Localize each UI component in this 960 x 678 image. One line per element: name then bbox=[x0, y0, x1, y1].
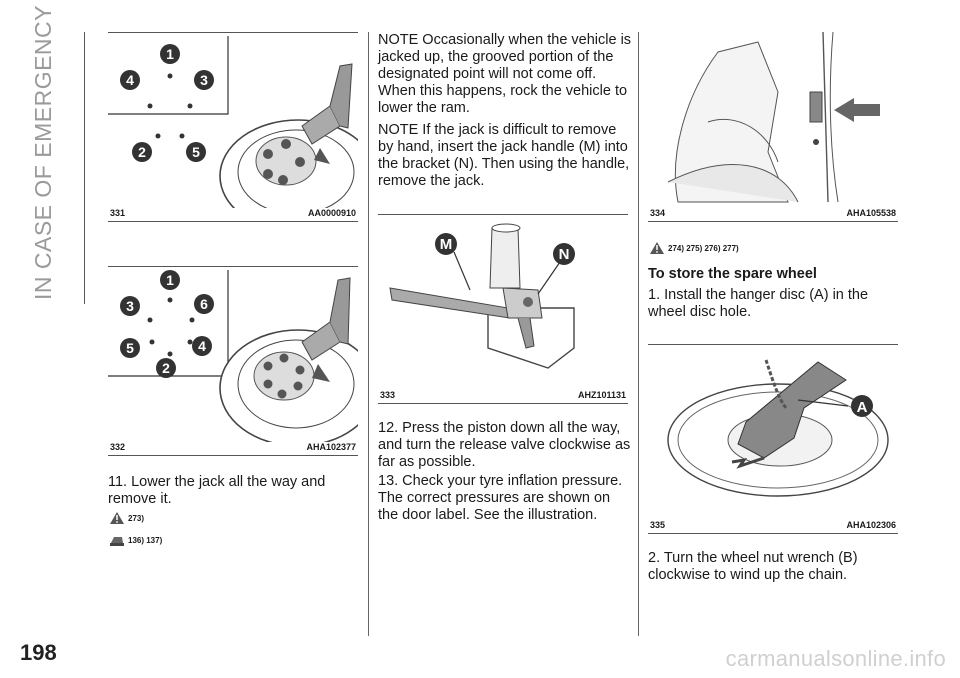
nut-label: 2 bbox=[162, 360, 170, 376]
nut-label: 6 bbox=[200, 296, 208, 312]
section-title-text: IN CASE OF EMERGENCY bbox=[30, 5, 56, 300]
lug-nut-diagram: 1 4 3 2 5 bbox=[108, 36, 358, 208]
figure-bottom-rule bbox=[378, 403, 628, 404]
figure-bottom-rule bbox=[648, 533, 898, 534]
nut-label: 5 bbox=[192, 144, 200, 160]
figure-code: AHA105538 bbox=[846, 208, 896, 218]
step-13: 13. Check your tyre inflation pressure. … bbox=[378, 473, 623, 523]
nut-label: 1 bbox=[166, 46, 174, 62]
nut-label: 5 bbox=[126, 340, 134, 356]
figure-top-rule bbox=[648, 344, 898, 345]
figure-number: 333 bbox=[380, 390, 396, 400]
step-12: 12. Press the piston down all the way, a… bbox=[378, 420, 631, 470]
column-divider bbox=[638, 32, 639, 636]
lug-nut-diagram: 1 3 6 5 4 2 bbox=[108, 270, 358, 442]
side-divider bbox=[84, 32, 85, 304]
figure-code: AHA102377 bbox=[306, 442, 356, 452]
figure-333: M N 333 AHZ101131 bbox=[378, 214, 628, 404]
watermark: carmanualsonline.info bbox=[725, 646, 946, 671]
nut-label: 3 bbox=[126, 298, 134, 314]
page-number: 198 bbox=[20, 640, 57, 665]
figure-top-rule bbox=[108, 32, 358, 33]
door-label-diagram bbox=[667, 32, 880, 203]
column-divider bbox=[368, 32, 369, 636]
section-heading: To store the spare wheel bbox=[648, 266, 817, 282]
step-2: 2. Turn the wheel nut wrench (B) clockwi… bbox=[648, 550, 858, 583]
warning-triangle-icon bbox=[110, 512, 124, 524]
caution-hand-icon bbox=[110, 537, 124, 546]
step-11: 11. Lower the jack all the way and remov… bbox=[108, 474, 326, 507]
figure-code: AHA102306 bbox=[846, 520, 896, 530]
handle-label: M bbox=[440, 236, 453, 253]
step-1: 1. Install the hanger disc (A) in the wh… bbox=[648, 287, 869, 320]
nut-label: 3 bbox=[200, 72, 208, 88]
warning-ref: 274) 275) 276) 277) bbox=[650, 242, 739, 254]
caution-ref-text: 136) 137) bbox=[128, 535, 163, 545]
caution-ref: 136) 137) bbox=[110, 534, 162, 546]
section-title: IN CASE OF EMERGENCY bbox=[30, 5, 56, 320]
figure-number: 334 bbox=[650, 208, 666, 218]
figure-top-rule bbox=[108, 266, 358, 267]
figure-332: 1 3 6 5 4 2 332 AHA102377 bbox=[108, 266, 358, 456]
warning-triangle-icon bbox=[650, 242, 664, 254]
figure-number: 331 bbox=[110, 208, 126, 218]
warning-ref-text: 273) bbox=[128, 513, 145, 523]
figure-bottom-rule bbox=[648, 221, 898, 222]
note-1: NOTE Occasionally when the vehicle is ja… bbox=[378, 32, 632, 116]
nut-label: 2 bbox=[138, 144, 146, 160]
nut-label: 4 bbox=[198, 338, 206, 354]
figure-334: 334 AHA105538 bbox=[648, 32, 898, 222]
figure-331: 1 4 3 2 5 331 AA0000910 bbox=[108, 32, 358, 222]
figure-code: AA0000910 bbox=[307, 208, 356, 218]
figure-top-rule bbox=[378, 214, 628, 215]
nut-label: 4 bbox=[126, 72, 134, 88]
figure-number: 332 bbox=[110, 442, 126, 452]
warning-ref-text: 274) 275) 276) 277) bbox=[668, 243, 739, 253]
hanger-disc-diagram: A bbox=[667, 359, 889, 497]
bracket-label: N bbox=[559, 246, 570, 263]
note-2: NOTE If the jack is difficult to remove … bbox=[378, 122, 630, 189]
warning-ref: 273) bbox=[110, 512, 144, 524]
figure-code: AHZ101131 bbox=[577, 390, 626, 400]
disc-label: A bbox=[857, 399, 868, 416]
jack-handle-diagram: M N bbox=[389, 223, 575, 369]
figure-335: A 335 AHA102306 bbox=[648, 344, 898, 534]
nut-label: 1 bbox=[166, 272, 174, 288]
figure-number: 335 bbox=[650, 520, 666, 530]
figure-bottom-rule bbox=[108, 455, 358, 456]
figure-bottom-rule bbox=[108, 221, 358, 222]
